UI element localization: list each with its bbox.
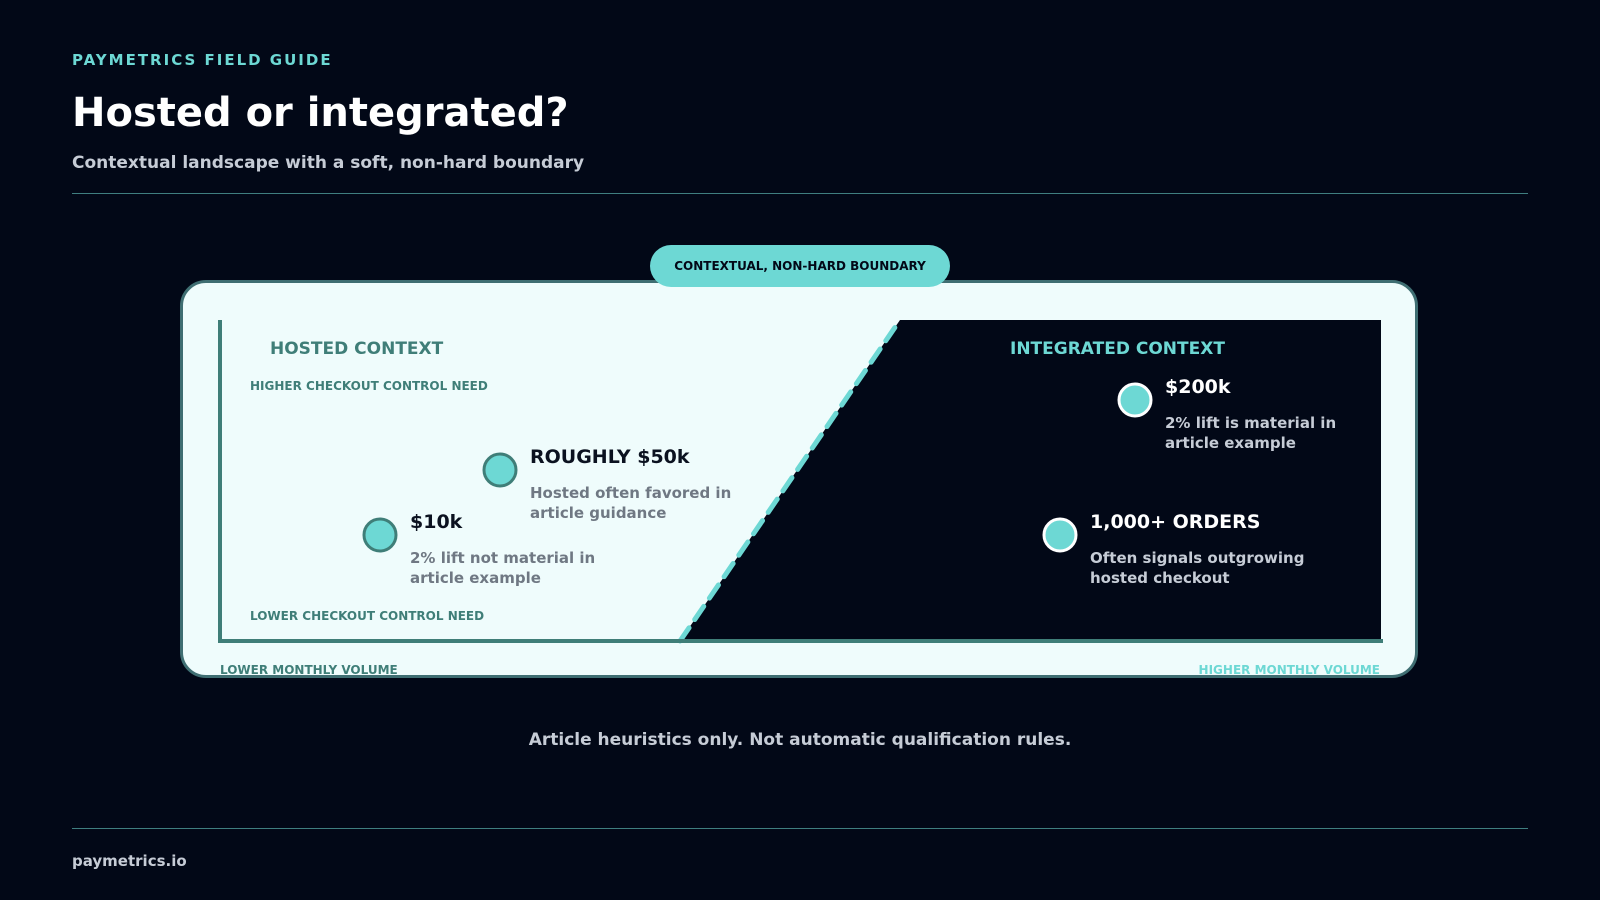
point-desc-200k: 2% lift is material in article example: [1165, 414, 1337, 452]
integrated-context-label: INTEGRATED CONTEXT: [1010, 339, 1225, 359]
x-axis-left-label: LOWER MONTHLY VOLUME: [220, 663, 398, 677]
boundary-line: [677, 317, 903, 644]
disclaimer-note: Article heuristics only. Not automatic q…: [528, 730, 1072, 750]
point-marker-orders: [1042, 517, 1078, 553]
point-title-50k: ROUGHLY $50k: [530, 446, 690, 468]
footer-site: paymetrics.io: [72, 852, 187, 870]
point-title-10k: $10k: [410, 511, 463, 533]
point-title-200k: $200k: [1165, 376, 1231, 398]
boundary-badge: CONTEXTUAL, NON-HARD BOUNDARY: [650, 245, 950, 287]
x-axis-right-label: HIGHER MONTHLY VOLUME: [1198, 663, 1380, 677]
point-desc-50k: Hosted often favored in article guidance: [530, 484, 732, 522]
integrated-region: [680, 320, 1381, 641]
point-title-orders: 1,000+ ORDERS: [1090, 511, 1261, 533]
y-axis-top-label: HIGHER CHECKOUT CONTROL NEED: [250, 379, 488, 393]
page-subtitle: Contextual landscape with a soft, non-ha…: [72, 153, 585, 173]
y-axis-bottom-label: LOWER CHECKOUT CONTROL NEED: [250, 609, 485, 623]
point-marker-200k: [1117, 382, 1153, 418]
point-marker-10k: [362, 517, 398, 553]
footer-divider: [72, 828, 1528, 829]
header-divider: [72, 193, 1528, 194]
point-desc-10k: 2% lift not material in article example: [410, 549, 596, 587]
eyebrow-label: PAYMETRICS FIELD GUIDE: [72, 51, 333, 69]
page-title: Hosted or integrated?: [72, 90, 569, 136]
point-desc-orders: Often signals outgrowing hosted checkout: [1090, 549, 1305, 587]
hosted-context-label: HOSTED CONTEXT: [270, 339, 444, 359]
point-marker-50k: [482, 452, 518, 488]
